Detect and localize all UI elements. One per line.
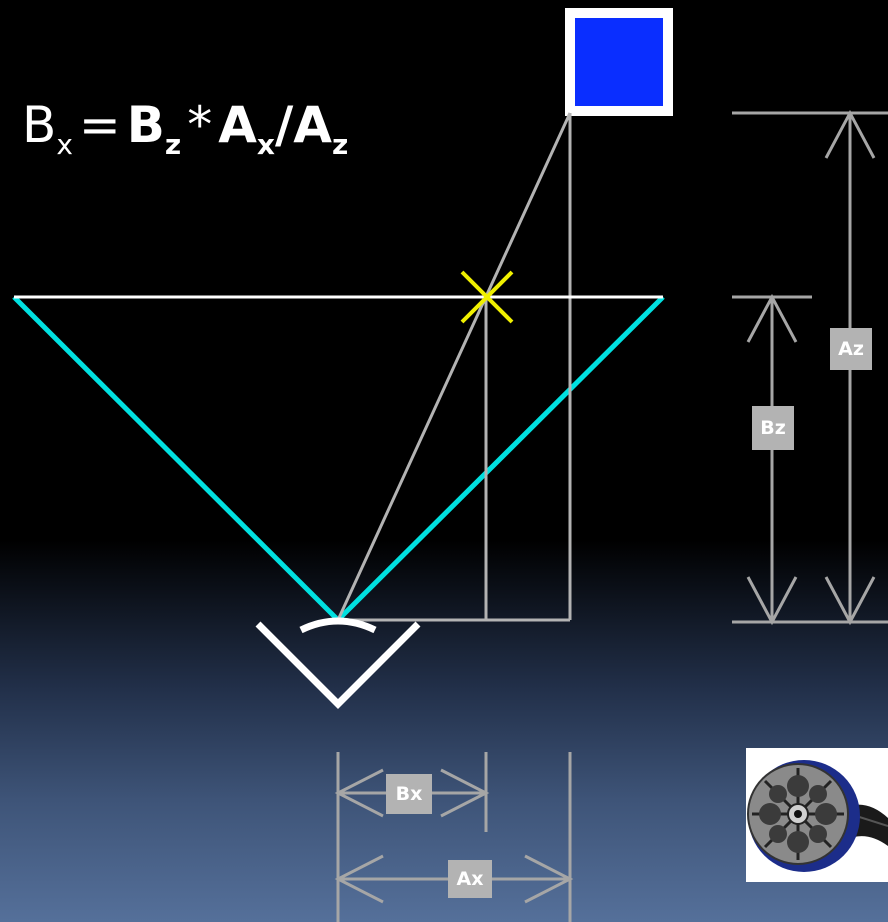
formula-ax-term: Ax [218,96,275,161]
frustum-right-edge [336,295,665,622]
label-bx: Bx [386,774,432,814]
formula-equals: = [78,96,121,154]
label-az: Az [830,328,872,370]
label-bz: Bz [752,406,794,450]
projection-ray [336,112,572,621]
frustum-left-edge [12,295,340,622]
formula-lhs: Bx [22,96,73,161]
film-reel-graphic [747,760,888,872]
formula-bz-term: Bz [126,96,182,161]
projection-point-marker [460,270,514,324]
projection-formula: Bx=Bz*Ax/Az [22,100,348,159]
film-reel-icon [746,748,888,882]
formula-divide: / [274,96,294,154]
eye-angle-icon [255,617,421,709]
dimension-bz [732,293,812,626]
formula-multiply: * [187,96,213,154]
label-ax: Ax [448,860,492,898]
object-square [565,8,673,116]
formula-az-term: Az [293,96,349,161]
